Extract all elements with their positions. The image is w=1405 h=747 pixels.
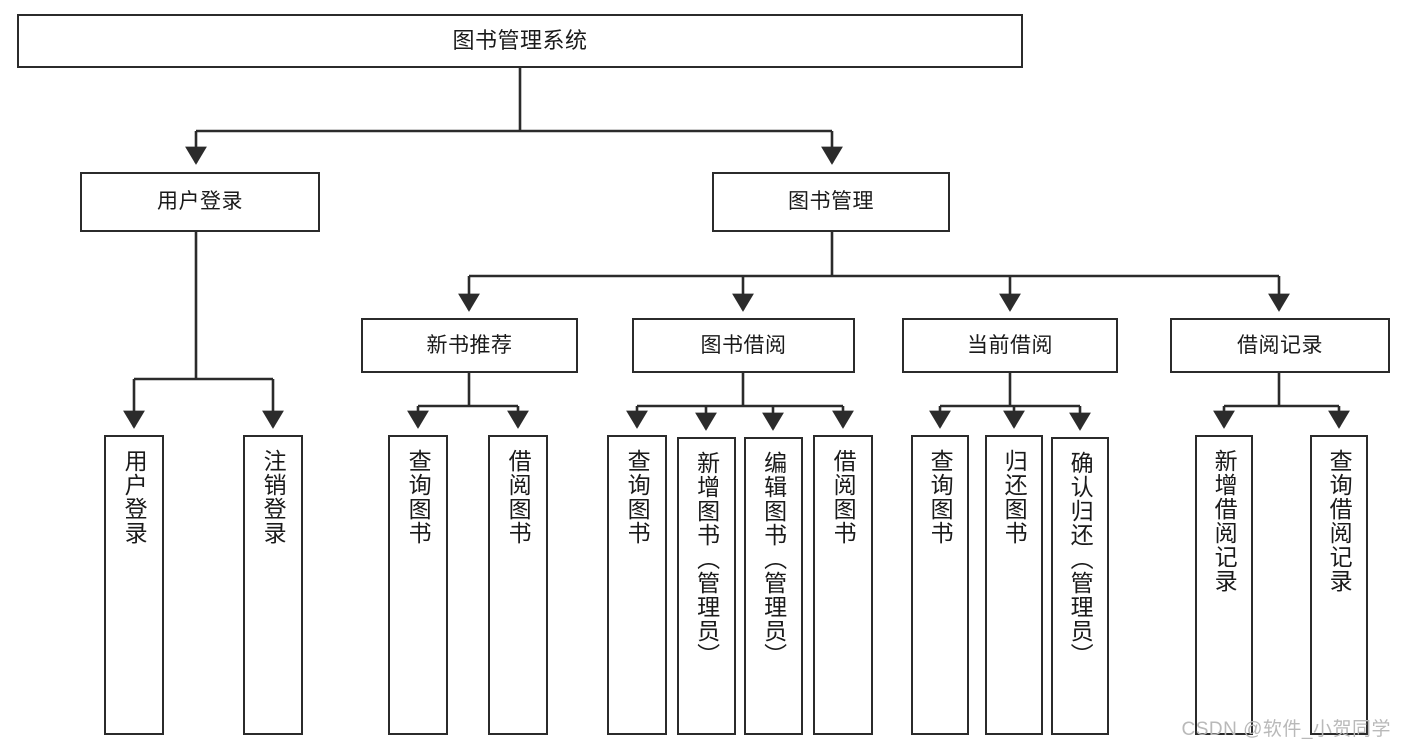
node-label: 新增借阅记录: [1211, 449, 1238, 593]
node-leaf-borrow-book[interactable]: 借阅图书: [813, 435, 873, 735]
node-leaf-add-borrow-record[interactable]: 新增借阅记录: [1195, 435, 1253, 735]
node-borrow-record[interactable]: 借阅记录: [1170, 318, 1390, 373]
node-label: 图书管理: [788, 190, 874, 214]
node-label: 借阅记录: [1237, 333, 1323, 357]
node-label: 用户登录: [157, 190, 243, 214]
node-label: 注销登录: [260, 449, 287, 545]
node-new-book-recommend[interactable]: 新书推荐: [361, 318, 578, 373]
node-leaf-return-book[interactable]: 归还图书: [985, 435, 1043, 735]
node-book-borrow[interactable]: 图书借阅: [632, 318, 855, 373]
node-label: 借阅图书: [830, 449, 857, 545]
node-label: 用户登录: [121, 449, 148, 545]
node-label: 查询图书: [927, 449, 954, 545]
node-label: 归还图书: [1001, 449, 1028, 545]
node-leaf-query-book-borrow[interactable]: 查询图书: [607, 435, 667, 735]
node-leaf-logout[interactable]: 注销登录: [243, 435, 303, 735]
node-user-login[interactable]: 用户登录: [80, 172, 320, 232]
node-label: 确认归还（管理员）: [1067, 451, 1094, 667]
node-label: 查询借阅记录: [1326, 449, 1353, 593]
node-label: 当前借阅: [967, 333, 1053, 357]
node-leaf-edit-book-admin[interactable]: 编辑图书（管理员）: [744, 437, 803, 735]
node-root-system[interactable]: 图书管理系统: [17, 14, 1023, 68]
node-label: 图书借阅: [700, 333, 787, 357]
node-label: 新书推荐: [426, 333, 513, 357]
node-leaf-user-login[interactable]: 用户登录: [104, 435, 164, 735]
node-label: 图书管理系统: [452, 27, 588, 53]
node-label: 借阅图书: [505, 449, 532, 545]
node-leaf-query-book-current[interactable]: 查询图书: [911, 435, 969, 735]
node-leaf-confirm-return-admin[interactable]: 确认归还（管理员）: [1051, 437, 1109, 735]
node-label: 查询图书: [624, 449, 651, 545]
node-label: 新增图书（管理员）: [693, 451, 720, 667]
node-leaf-borrow-book-recommend[interactable]: 借阅图书: [488, 435, 548, 735]
node-current-borrow[interactable]: 当前借阅: [902, 318, 1118, 373]
node-leaf-add-book-admin[interactable]: 新增图书（管理员）: [677, 437, 736, 735]
node-leaf-query-book-recommend[interactable]: 查询图书: [388, 435, 448, 735]
node-book-management[interactable]: 图书管理: [712, 172, 950, 232]
node-leaf-query-borrow-record[interactable]: 查询借阅记录: [1310, 435, 1368, 735]
node-label: 编辑图书（管理员）: [760, 451, 787, 667]
node-label: 查询图书: [405, 449, 432, 545]
